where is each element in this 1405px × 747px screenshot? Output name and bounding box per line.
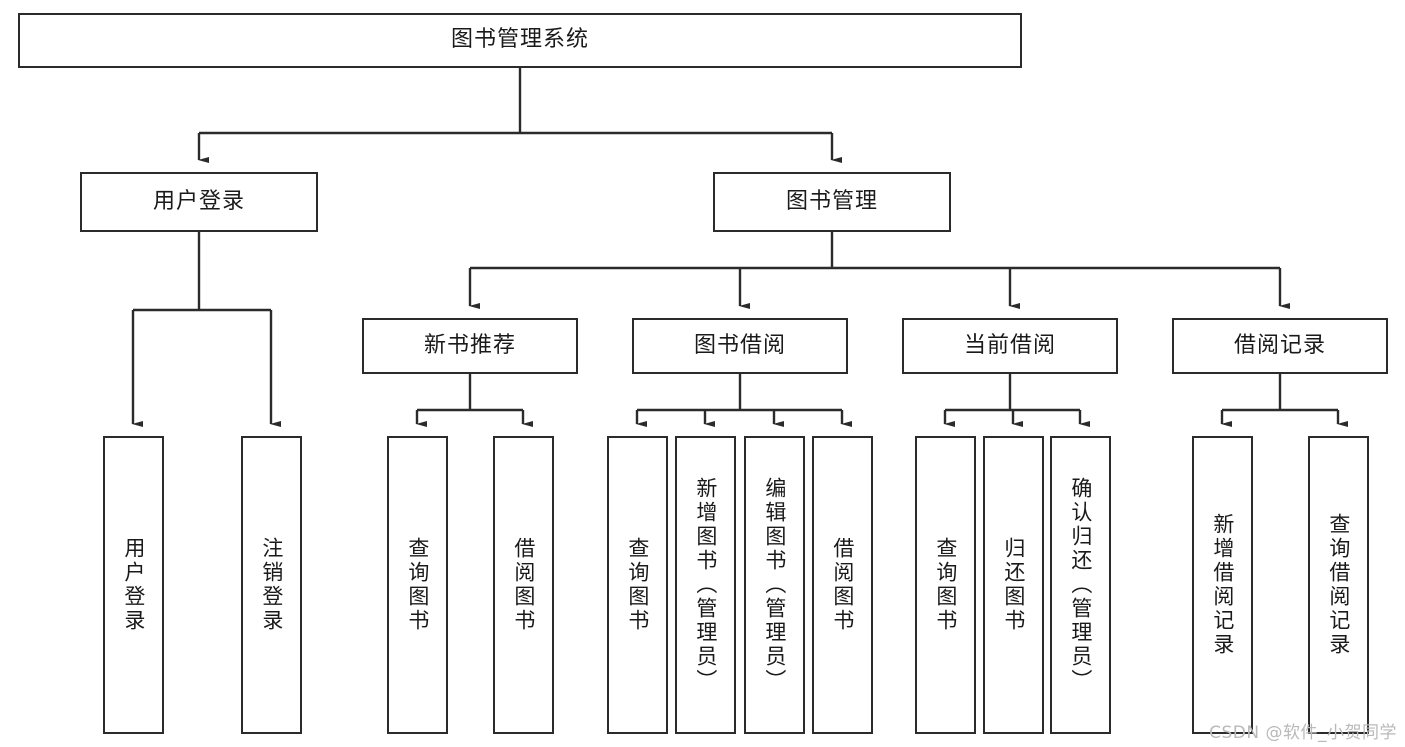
node-leaf-add-borrow-record-label: 新增借阅记录	[1210, 513, 1235, 657]
node-user-login[interactable]: 用户登录	[80, 172, 318, 232]
node-book-management-label: 图书管理	[785, 188, 878, 214]
node-book-borrow-label: 图书借阅	[693, 332, 786, 358]
node-leaf-borrow-book-1[interactable]: 借阅图书	[493, 436, 554, 734]
node-leaf-query-borrow-record[interactable]: 查询借阅记录	[1308, 436, 1369, 734]
node-user-login-label: 用户登录	[152, 188, 245, 214]
node-leaf-confirm-return-admin-label: 确认归还（管理员）	[1068, 477, 1093, 693]
node-leaf-edit-book-admin-label: 编辑图书（管理员）	[762, 477, 787, 693]
node-new-book-recommend[interactable]: 新书推荐	[362, 318, 578, 374]
node-leaf-borrow-book-1-label: 借阅图书	[511, 537, 536, 633]
node-leaf-borrow-book-2[interactable]: 借阅图书	[812, 436, 873, 734]
node-leaf-query-book-1-label: 查询图书	[405, 537, 430, 633]
node-leaf-query-book-2-label: 查询图书	[625, 537, 650, 633]
node-leaf-add-book-admin-label: 新增图书（管理员）	[693, 477, 718, 693]
node-leaf-query-borrow-record-label: 查询借阅记录	[1326, 513, 1351, 657]
node-leaf-query-book-2[interactable]: 查询图书	[607, 436, 668, 734]
node-root-label: 图书管理系统	[450, 27, 589, 53]
node-leaf-return-book[interactable]: 归还图书	[983, 436, 1044, 734]
node-leaf-query-book-3[interactable]: 查询图书	[915, 436, 976, 734]
node-leaf-user-login-label: 用户登录	[121, 537, 146, 633]
node-book-borrow[interactable]: 图书借阅	[632, 318, 848, 374]
node-new-book-recommend-label: 新书推荐	[423, 332, 516, 358]
watermark-text: CSDN @软件_小贺同学	[1209, 723, 1397, 743]
node-leaf-query-book-1[interactable]: 查询图书	[387, 436, 448, 734]
node-root[interactable]: 图书管理系统	[18, 13, 1022, 68]
node-leaf-borrow-book-2-label: 借阅图书	[830, 537, 855, 633]
node-leaf-logout-login[interactable]: 注销登录	[241, 436, 302, 734]
node-leaf-query-book-3-label: 查询图书	[933, 537, 958, 633]
node-leaf-confirm-return-admin[interactable]: 确认归还（管理员）	[1050, 436, 1111, 734]
node-leaf-add-book-admin[interactable]: 新增图书（管理员）	[675, 436, 736, 734]
node-book-management[interactable]: 图书管理	[713, 172, 951, 232]
node-leaf-edit-book-admin[interactable]: 编辑图书（管理员）	[744, 436, 805, 734]
node-borrow-record-label: 借阅记录	[1233, 332, 1326, 358]
node-leaf-logout-login-label: 注销登录	[259, 537, 284, 633]
node-borrow-record[interactable]: 借阅记录	[1172, 318, 1388, 374]
node-leaf-add-borrow-record[interactable]: 新增借阅记录	[1192, 436, 1253, 734]
node-current-borrow-label: 当前借阅	[963, 332, 1056, 358]
node-current-borrow[interactable]: 当前借阅	[902, 318, 1118, 374]
node-leaf-return-book-label: 归还图书	[1001, 537, 1026, 633]
node-leaf-user-login[interactable]: 用户登录	[103, 436, 164, 734]
